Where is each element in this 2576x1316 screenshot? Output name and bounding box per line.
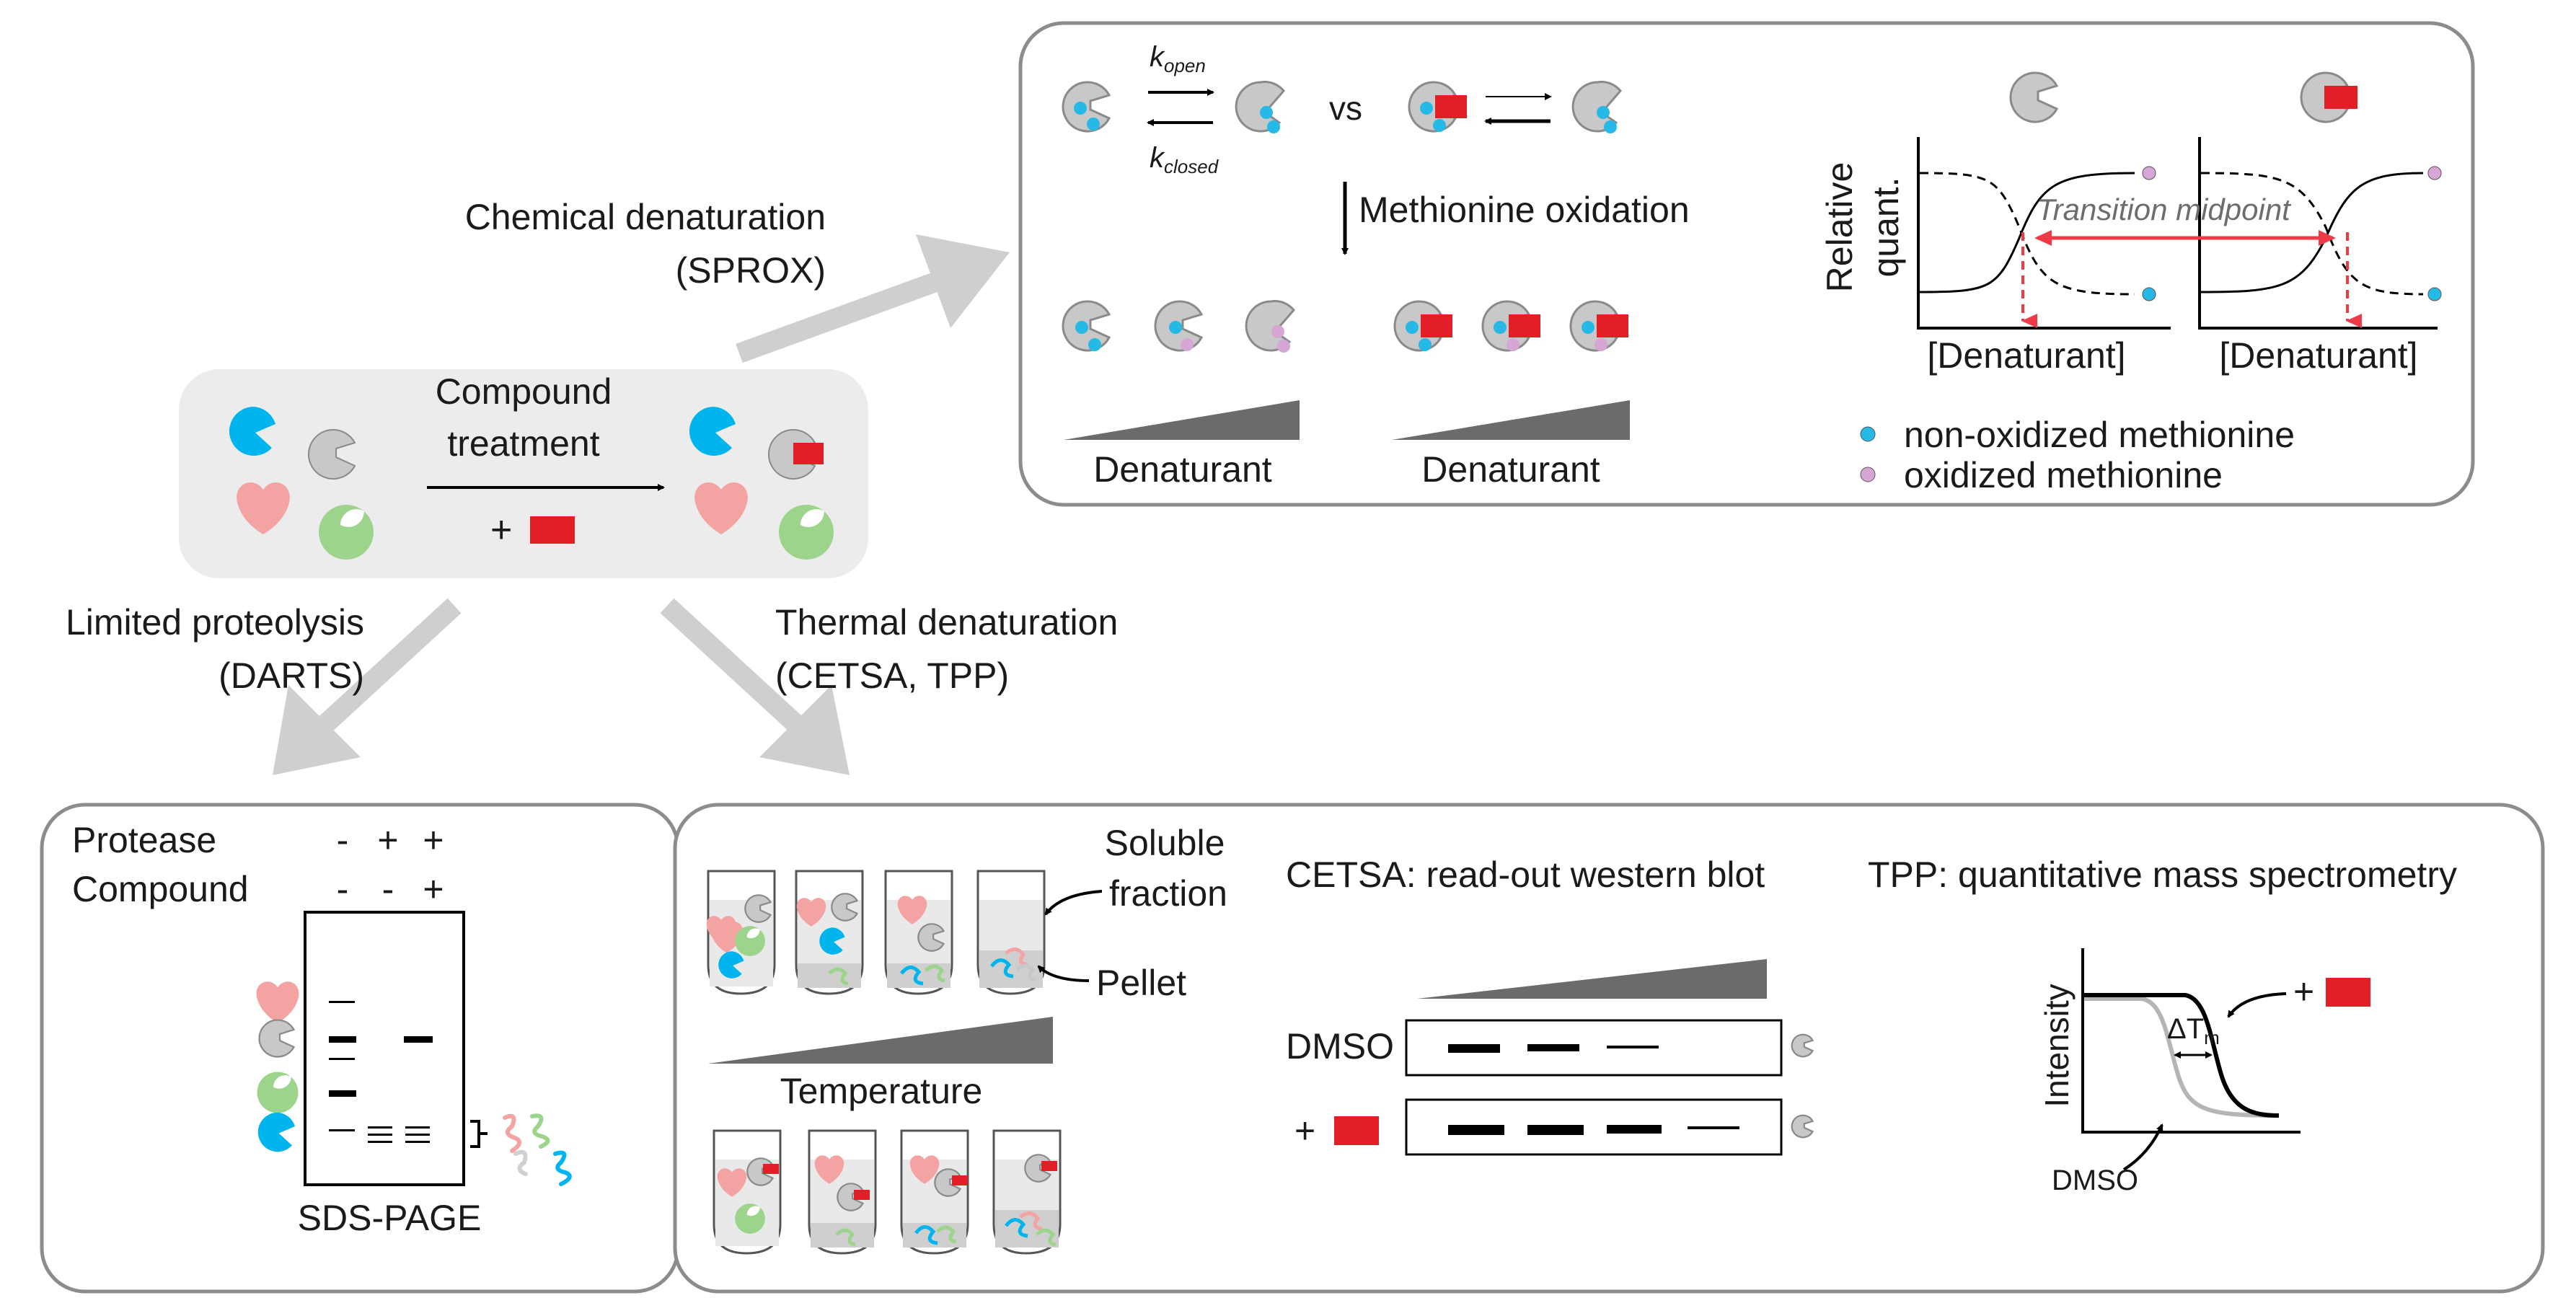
sprox-top-row	[1062, 81, 1622, 133]
thermal-label-2: (CETSA, TPP)	[775, 655, 1009, 696]
compound-label: Compound	[72, 869, 249, 909]
legend-label-oxidized: oxidized methionine	[1904, 455, 2223, 495]
center-plus: +	[490, 509, 512, 551]
blot-band	[1607, 1046, 1659, 1048]
tpp-plus-label: +	[2293, 971, 2314, 1012]
sprox-xlabel-right: [Denaturant]	[2219, 335, 2417, 376]
pellet-pointer	[1037, 965, 1090, 982]
denaturant-label-left: Denaturant	[1093, 449, 1271, 490]
sprox-ylabel-1: Relative	[1819, 162, 1860, 293]
arrow-to-thermal	[660, 598, 850, 775]
blot-band	[1607, 1125, 1662, 1134]
limited-label-2: (DARTS)	[219, 655, 364, 696]
sprox-xlabel-left: [Denaturant]	[1927, 335, 2125, 376]
legend-dot-oxidized	[1860, 467, 1876, 482]
tpp-dmso-pointer	[2122, 1123, 2163, 1171]
soluble-label-1: Soluble	[1105, 823, 1225, 863]
compound-treatment-1: Compound	[436, 371, 612, 412]
vs-label: vs	[1329, 89, 1362, 127]
tpp-dmso-label: DMSO	[2052, 1165, 2138, 1196]
sds-page-label: SDS-PAGE	[298, 1198, 482, 1238]
pellet-label: Pellet	[1096, 963, 1186, 1003]
delta-tm-label: ΔTm	[2167, 1013, 2220, 1048]
methionine-oxidation-label: Methionine oxidation	[1359, 190, 1690, 230]
temperature-wedge	[708, 1017, 1053, 1064]
sprox-ylabel-2: quant.	[1866, 177, 1906, 277]
denaturant-label-right: Denaturant	[1421, 449, 1600, 490]
protease-sign-3: +	[423, 820, 444, 860]
soluble-label-2: fraction	[1109, 873, 1227, 914]
cetsa-plus-label: +	[1294, 1110, 1315, 1151]
sprox-oxidized-right	[1393, 300, 1628, 352]
peptide-fragments	[503, 1113, 572, 1186]
cetsa-temperature-wedge	[1417, 959, 1767, 999]
sprox-curve-icon-bound	[2300, 71, 2357, 123]
compound-sign-2: -	[382, 869, 394, 909]
chemical-label-2: (SPROX)	[676, 250, 826, 291]
compound-treatment-2: treatment	[447, 423, 599, 464]
gel-marker-proteins	[256, 981, 299, 1152]
compound-icon	[530, 516, 575, 544]
tpp-title: TPP: quantitative mass spectrometry	[1868, 854, 2457, 895]
tubes-bottom	[713, 1129, 1062, 1255]
transition-midpoint-label: Transition midpoint	[2037, 193, 2292, 226]
blot-band	[1527, 1044, 1579, 1051]
cetsa-dmso-label: DMSO	[1286, 1026, 1394, 1067]
legend-dot-nonoxidized	[1860, 426, 1876, 442]
chemical-label-1: Chemical denaturation	[465, 197, 826, 237]
k-open-label: kopen	[1150, 41, 1206, 76]
limited-label-1: Limited proteolysis	[66, 602, 364, 642]
gel-bands	[329, 1001, 433, 1143]
cetsa-compound-icon	[1334, 1116, 1379, 1145]
compound-sign-3: +	[423, 869, 444, 909]
blot-band	[1688, 1126, 1739, 1129]
center-proteins-after	[689, 407, 834, 560]
tubes-top	[706, 870, 1046, 995]
sprox-plot-left	[1917, 137, 2171, 330]
tpp-curve-compound	[2084, 993, 2280, 1118]
tpp-curve-dmso	[2084, 997, 2280, 1118]
k-closed-label: kclosed	[1150, 142, 1219, 177]
protease-sign-2: +	[377, 820, 398, 860]
cetsa-title: CETSA: read-out western blot	[1286, 854, 1765, 895]
protease-sign-1: -	[337, 820, 349, 860]
tpp-compound-pointer	[2227, 992, 2287, 1018]
blot-band	[1448, 1044, 1500, 1053]
intensity-label: Intensity	[2038, 984, 2076, 1107]
tpp-compound-icon	[2326, 978, 2370, 1007]
tpp-axes	[2081, 948, 2301, 1134]
thermal-label-1: Thermal denaturation	[775, 602, 1118, 642]
compound-sign-1: -	[337, 869, 349, 909]
fragment-bracket	[470, 1120, 488, 1148]
sprox-panel	[1018, 21, 2475, 507]
protease-label: Protease	[72, 820, 216, 860]
legend-label-nonoxidized: non-oxidized methionine	[1904, 415, 2295, 455]
arrow-to-darts	[273, 598, 462, 775]
sprox-oxidized-left	[1062, 300, 1295, 353]
temperature-label: Temperature	[780, 1071, 983, 1111]
arrow-to-sprox	[736, 234, 1010, 363]
blot-band	[1527, 1125, 1584, 1135]
blot-band	[1448, 1125, 1504, 1135]
center-proteins-before	[229, 407, 374, 560]
denaturant-wedge-right	[1392, 400, 1630, 440]
sds-page-gel	[304, 911, 465, 1186]
soluble-pointer	[1044, 890, 1103, 916]
denaturant-wedge-left	[1064, 400, 1300, 440]
